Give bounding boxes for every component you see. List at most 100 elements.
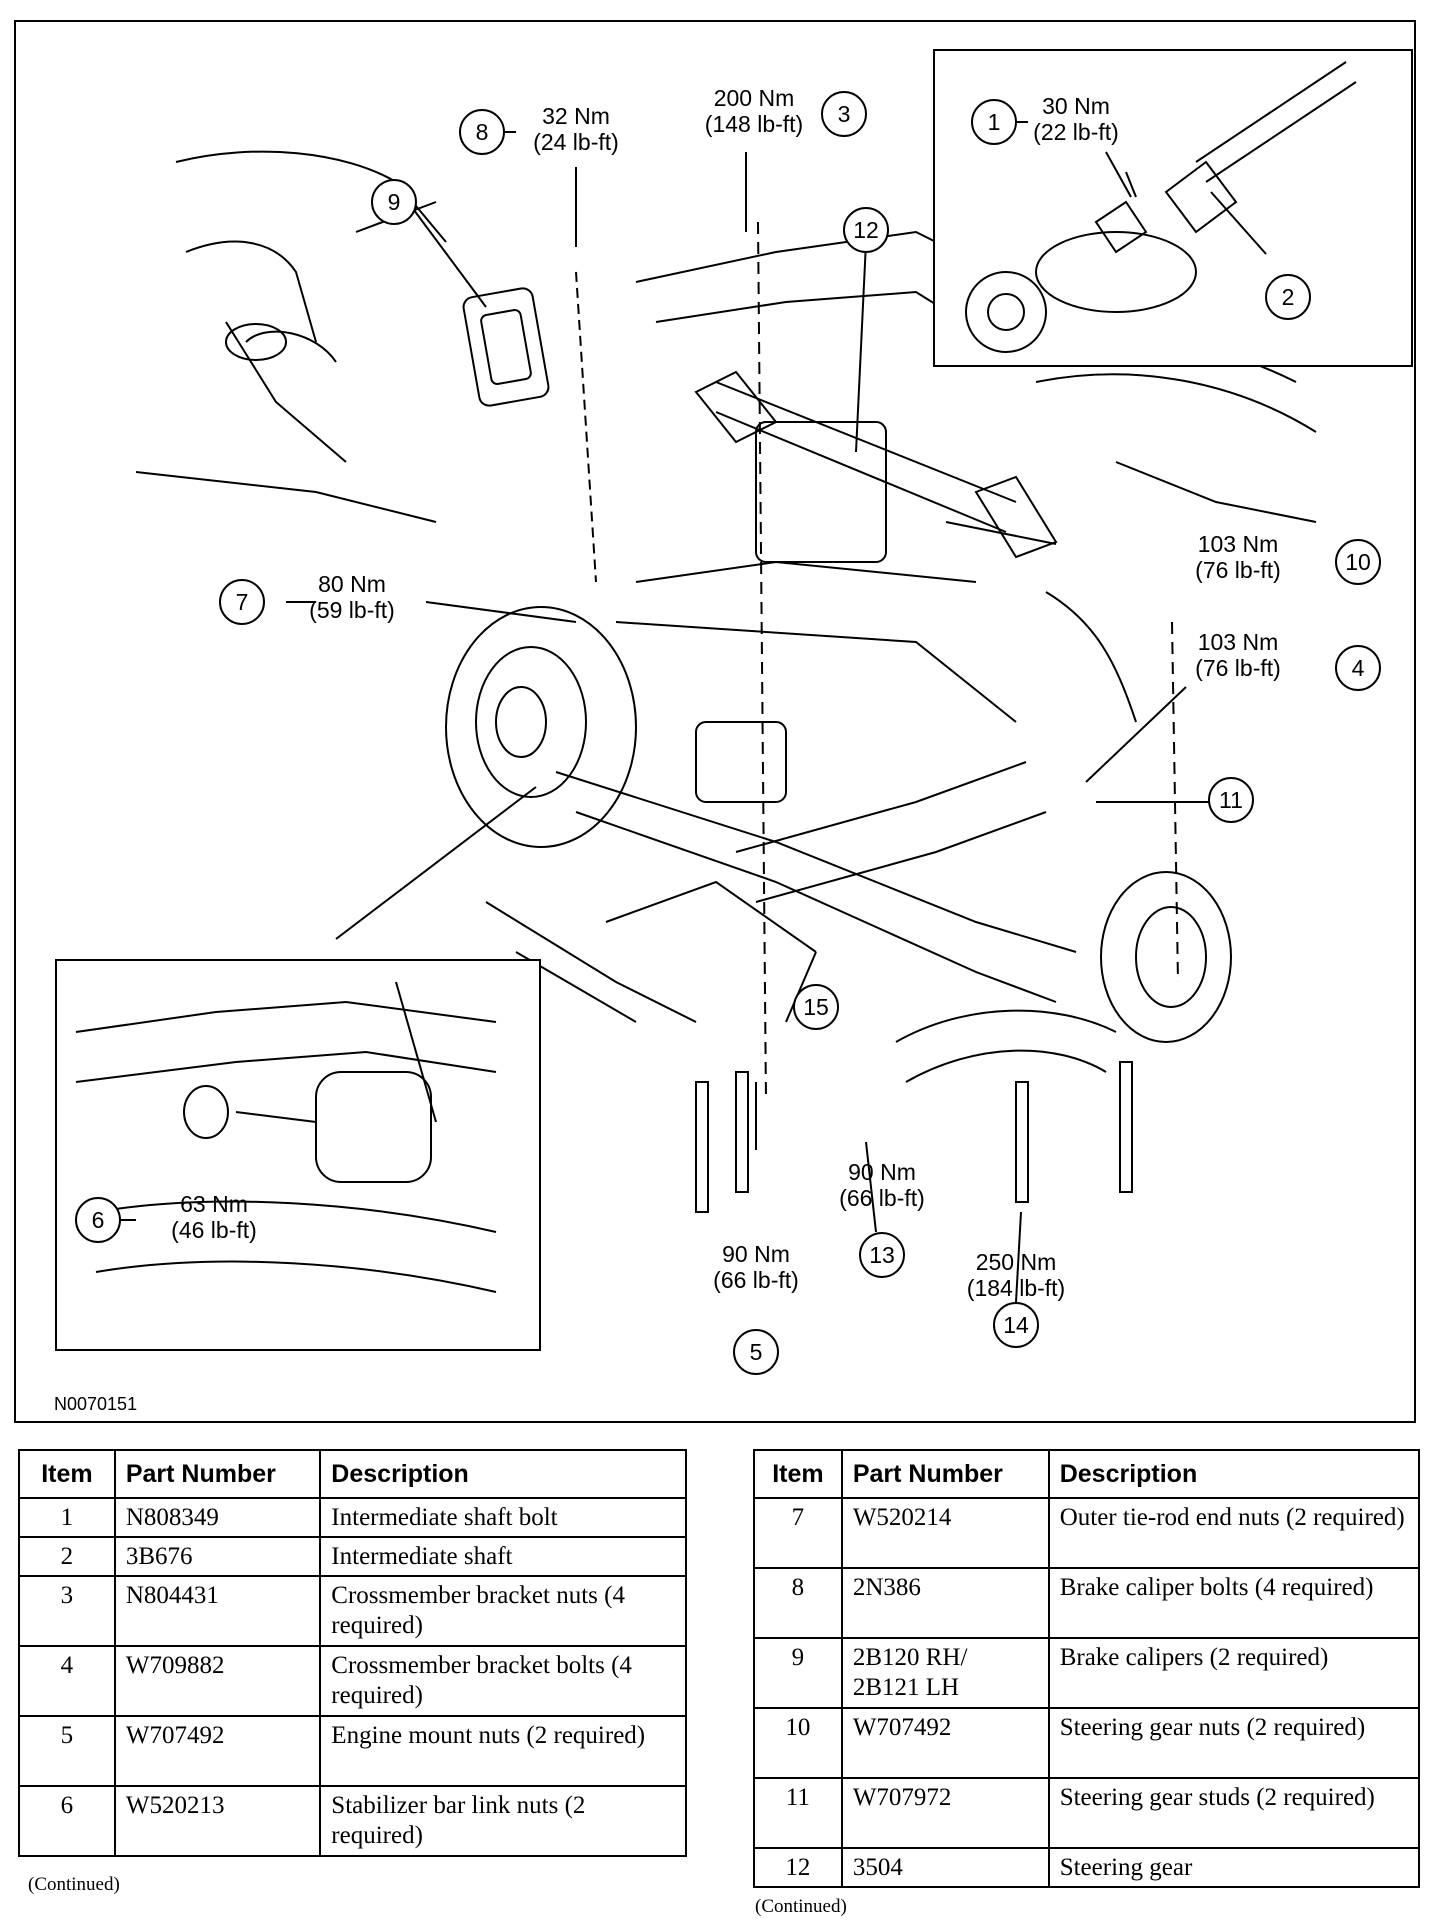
part-number-cell: N808349 — [113, 1497, 322, 1538]
part-number-cell: W707972 — [840, 1777, 1050, 1849]
item-cell: 3 — [18, 1575, 116, 1647]
inset-intermediate-shaft — [933, 49, 1413, 367]
torque-6-nm: 63 Nm — [180, 1191, 248, 1217]
description-cell: Crossmember bracket nuts (4 required) — [319, 1575, 687, 1647]
description-cell: Brake calipers (2 required) — [1047, 1637, 1421, 1709]
callout-4-number: 4 — [1352, 655, 1365, 681]
description-cell: Steering gear studs (2 required) — [1047, 1777, 1421, 1849]
part-number-cell: W520213 — [113, 1785, 322, 1857]
torque-7-nm: 80 Nm — [318, 571, 386, 597]
callout-circles — [75, 91, 1381, 1375]
callout-14 — [993, 1302, 1039, 1348]
callout-3 — [821, 91, 867, 137]
description-cell: Crossmember bracket bolts (4 required) — [319, 1645, 687, 1717]
item-cell: 5 — [18, 1715, 116, 1787]
callout-2-number: 2 — [1282, 284, 1295, 310]
torque-4-nm: 103 Nm — [1198, 629, 1279, 655]
part-number-cell: 2B120 RH/ 2B121 LH — [840, 1637, 1050, 1709]
header-description: Description — [1047, 1449, 1421, 1499]
callout-5 — [733, 1329, 779, 1375]
callout-2 — [1265, 274, 1311, 320]
part-number-cell: W707492 — [113, 1715, 322, 1787]
item-cell: 12 — [753, 1847, 843, 1888]
callout-10 — [1335, 539, 1381, 585]
part-number-cell: N804431 — [113, 1575, 322, 1647]
torque-13-nm: 90 Nm — [848, 1159, 916, 1185]
part-number-cell: 3B676 — [113, 1536, 322, 1577]
exploded-view-diagram: 1 2 3 4 5 6 7 8 9 10 11 12 13 14 15 30 N… — [55, 49, 1413, 1375]
continued-note-right: (Continued) — [755, 1896, 847, 1917]
item-cell: 4 — [18, 1645, 116, 1717]
torque-5-nm: 90 Nm — [722, 1241, 790, 1267]
description-cell: Engine mount nuts (2 required) — [319, 1715, 687, 1787]
torque-8-lbft: (24 lb-ft) — [533, 129, 619, 155]
description-cell: Steering gear — [1047, 1847, 1421, 1888]
header-part-number: Part Number — [840, 1449, 1050, 1499]
torque-5-lbft: (66 lb-ft) — [713, 1267, 799, 1293]
table-header-row: Item Part Number Description — [18, 1449, 687, 1499]
item-cell: 7 — [753, 1497, 843, 1569]
torque-14-nm: 250 Nm — [976, 1249, 1057, 1275]
torque-6-lbft: (46 lb-ft) — [171, 1217, 257, 1243]
description-cell: Intermediate shaft — [319, 1536, 687, 1577]
part-number-cell: 3504 — [840, 1847, 1050, 1888]
item-cell: 6 — [18, 1785, 116, 1857]
callout-14-number: 14 — [1003, 1312, 1029, 1338]
callout-11-number: 11 — [1219, 787, 1243, 813]
callout-10-number: 10 — [1345, 549, 1371, 575]
figure-id: N0070151 — [54, 1394, 138, 1414]
diagram-frame: 1 2 3 4 5 6 7 8 9 10 11 12 13 14 15 30 N… — [14, 20, 1416, 1423]
description-cell: Stabilizer bar link nuts (2 required) — [319, 1785, 687, 1857]
description-cell: Intermediate shaft bolt — [319, 1497, 687, 1538]
callout-numbers: 1 2 3 4 5 6 7 8 9 10 11 12 13 14 15 — [92, 101, 1371, 1365]
torque-1-lbft: (22 lb-ft) — [1033, 119, 1119, 145]
torque-10-lbft: (76 lb-ft) — [1195, 557, 1281, 583]
torque-3-lbft: (148 lb-ft) — [705, 111, 803, 137]
callout-9-number: 9 — [388, 189, 401, 215]
leader-lines — [120, 113, 1346, 1303]
callout-8 — [459, 109, 505, 155]
callout-11 — [1208, 777, 1254, 823]
callout-4 — [1335, 645, 1381, 691]
item-cell: 9 — [753, 1637, 843, 1709]
torque-14-lbft: (184 lb-ft) — [967, 1275, 1065, 1301]
part-number-cell: W709882 — [113, 1645, 322, 1717]
callout-1-number: 1 — [988, 109, 1001, 135]
continued-note-left: (Continued) — [28, 1874, 120, 1895]
torque-13-lbft: (66 lb-ft) — [839, 1185, 925, 1211]
torque-3-nm: 200 Nm — [714, 85, 795, 111]
callout-15-number: 15 — [803, 994, 829, 1020]
item-cell: 10 — [753, 1707, 843, 1779]
description-cell: Steering gear nuts (2 required) — [1047, 1707, 1421, 1779]
callout-13-number: 13 — [869, 1242, 895, 1268]
description-cell: Outer tie-rod end nuts (2 required) — [1047, 1497, 1421, 1569]
part-number-cell: W520214 — [840, 1497, 1050, 1569]
header-item: Item — [753, 1449, 843, 1499]
item-cell: 11 — [753, 1777, 843, 1849]
inset-stabilizer-link — [55, 959, 541, 1351]
header-item: Item — [18, 1449, 116, 1499]
callout-13 — [859, 1232, 905, 1278]
torque-4-lbft: (76 lb-ft) — [1195, 655, 1281, 681]
torque-10-nm: 103 Nm — [1198, 531, 1279, 557]
callout-5-number: 5 — [750, 1339, 763, 1365]
table-header-row: Item Part Number Description — [753, 1449, 1421, 1499]
callout-3-number: 3 — [838, 101, 851, 127]
part-number-cell: 2N386 — [840, 1567, 1050, 1639]
header-description: Description — [319, 1449, 687, 1499]
item-cell: 1 — [18, 1497, 116, 1538]
callout-1 — [971, 99, 1017, 145]
